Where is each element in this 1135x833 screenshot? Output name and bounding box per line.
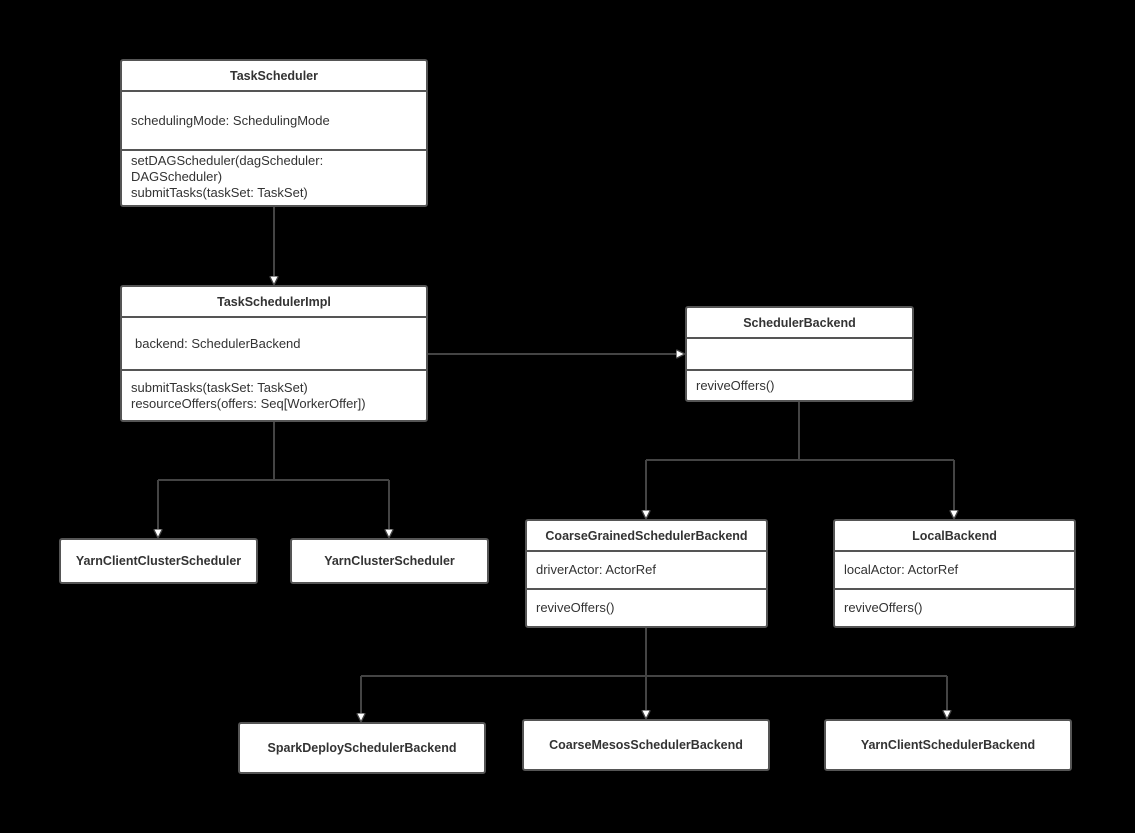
class-taskschedulerimpl[interactable]: TaskSchedulerImpl backend: SchedulerBack… — [120, 285, 428, 422]
method: setDAGScheduler(dagScheduler: — [131, 153, 324, 168]
class-coarsegrainedschedulerbackend[interactable]: CoarseGrainedSchedulerBackend driverActo… — [525, 519, 768, 628]
class-localbackend[interactable]: LocalBackend localActor: ActorRef revive… — [833, 519, 1076, 628]
edge-coarsegrained-trunk — [361, 627, 947, 677]
class-yarnclientschedulerbackend[interactable]: YarnClientSchedulerBackend — [824, 719, 1072, 771]
attributes-section: localActor: ActorRef — [835, 550, 1074, 588]
attribute: driverActor: ActorRef — [536, 562, 656, 577]
attribute: localActor: ActorRef — [844, 562, 959, 577]
method: resourceOffers(offers: Seq[WorkerOffer]) — [131, 395, 366, 411]
class-title: SchedulerBackend — [743, 315, 856, 330]
edge-impl-trunk — [158, 421, 389, 481]
class-yarnclientclusterscheduler[interactable]: YarnClientClusterScheduler — [59, 538, 258, 584]
method: submitTasks(taskSet: TaskSet) — [131, 379, 308, 395]
class-title: TaskScheduler — [229, 68, 318, 83]
attributes-section: schedulingMode: SchedulingMode — [122, 90, 426, 149]
methods-section: submitTasks(taskSet: TaskSet) resourceOf… — [122, 369, 426, 420]
attribute: schedulingMode: SchedulingMode — [131, 112, 330, 128]
attributes-section: driverActor: ActorRef — [527, 550, 766, 588]
class-title: LocalBackend — [912, 528, 997, 543]
method: reviveOffers() — [696, 377, 775, 393]
methods-section: reviveOffers() — [835, 588, 1074, 626]
method: DAGScheduler) — [131, 169, 223, 184]
class-title: TaskSchedulerImpl — [217, 294, 331, 309]
class-taskscheduler[interactable]: TaskScheduler schedulingMode: Scheduling… — [120, 59, 428, 207]
attributes-section — [687, 337, 912, 369]
class-title: CoarseGrainedSchedulerBackend — [545, 528, 748, 543]
attributes-section: backend: SchedulerBackend — [122, 316, 426, 369]
method: reviveOffers() — [844, 600, 923, 615]
edge-backend-trunk — [646, 401, 954, 461]
class-coarsemesosschedulerbackend[interactable]: CoarseMesosSchedulerBackend — [522, 719, 770, 771]
class-sparkdeployschedulerbackend[interactable]: SparkDeploySchedulerBackend — [238, 722, 486, 774]
methods-section: setDAGScheduler(dagScheduler: DAGSchedul… — [122, 149, 426, 205]
method: submitTasks(taskSet: TaskSet) — [131, 185, 308, 200]
method: reviveOffers() — [536, 600, 615, 615]
class-yarnclusterscheduler[interactable]: YarnClusterScheduler — [290, 538, 489, 584]
methods-section: reviveOffers() — [687, 369, 912, 400]
methods-section: reviveOffers() — [527, 588, 766, 626]
attribute: backend: SchedulerBackend — [135, 335, 301, 351]
class-schedulerbackend[interactable]: SchedulerBackend reviveOffers() — [685, 306, 914, 402]
